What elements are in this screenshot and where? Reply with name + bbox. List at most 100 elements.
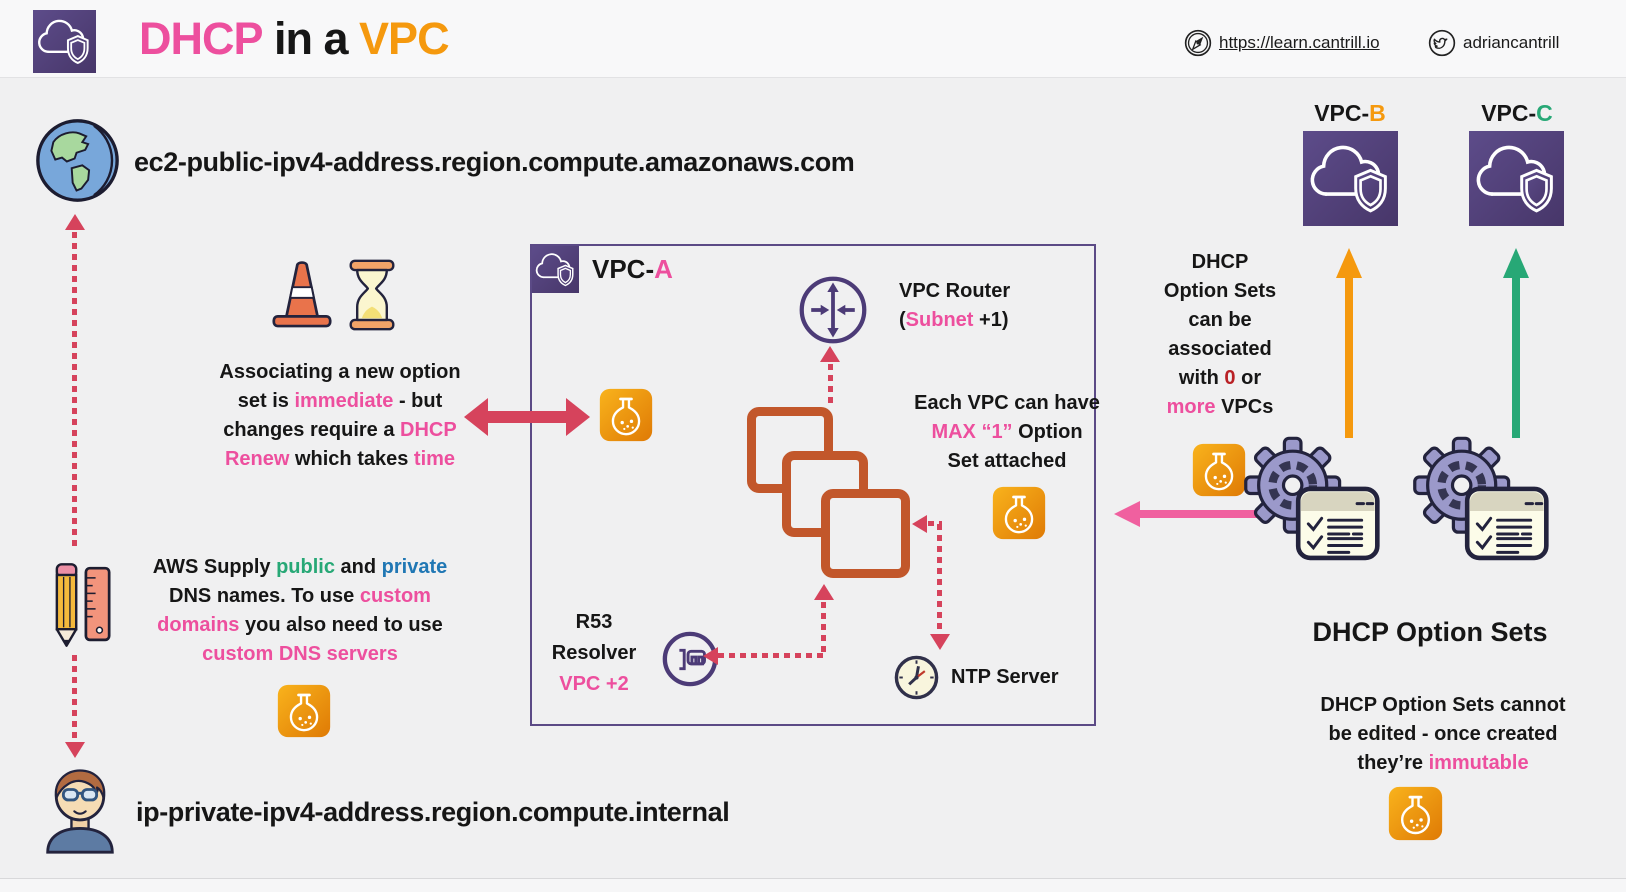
subnet-square-icon <box>821 489 910 578</box>
vpc-a-letter: A <box>654 254 673 284</box>
note-line: Option <box>1012 421 1083 443</box>
note-line: or <box>1235 367 1262 389</box>
highlight-vpc-plus2: VPC +2 <box>559 673 629 695</box>
compass-icon <box>1184 29 1212 57</box>
note-line: can be <box>1188 309 1252 331</box>
arrow-up-head <box>820 346 840 362</box>
highlight-private: private <box>381 556 448 578</box>
title-mid: in a <box>262 12 360 64</box>
highlight-domains: domains <box>157 614 240 636</box>
vpc-a-label: VPC-A <box>592 254 673 285</box>
dotted-line-vertical <box>72 655 77 741</box>
note-line: you also need to use <box>239 614 443 636</box>
highlight-more: more <box>1166 396 1216 418</box>
globe-icon <box>34 117 121 204</box>
note-line: DHCP <box>1191 251 1249 273</box>
vpc-c-label: VPC-C <box>1481 99 1553 128</box>
note-line: - but <box>393 390 443 412</box>
note-line: be edited - once created <box>1328 723 1558 745</box>
highlight-subnet: Subnet <box>905 309 974 331</box>
site-link[interactable]: https://learn.cantrill.io <box>1219 33 1380 52</box>
twitter-handle[interactable]: adriancantrill <box>1463 33 1560 52</box>
highlight-custom: custom <box>359 585 431 607</box>
note-line: with <box>1178 367 1225 389</box>
dhcp-option-set-icon <box>1243 436 1381 563</box>
vpc-router-icon <box>797 274 869 346</box>
highlight-public: public <box>276 556 335 578</box>
double-arrow <box>464 398 590 436</box>
arrow-left-head <box>703 647 718 665</box>
r53-resolver-label: R53 Resolver VPC +2 <box>552 607 637 700</box>
dotted-line-vertical <box>72 232 77 548</box>
dotted-line-vertical <box>937 524 942 632</box>
green-arrow-head <box>1503 248 1529 278</box>
experiment-flask-icon <box>1388 786 1443 841</box>
arrow-up-head <box>814 584 834 600</box>
note-association: DHCP Option Sets can be associated with … <box>1164 248 1276 422</box>
note-line: Set attached <box>947 450 1067 472</box>
note-line: set is <box>237 390 295 412</box>
dotted-line-vertical <box>828 364 833 406</box>
vpc-b-letter: B <box>1369 100 1386 126</box>
note-line: which takes <box>289 448 414 470</box>
experiment-flask-icon <box>599 388 653 442</box>
router-sub: +1) <box>973 309 1009 331</box>
note-associating: Associating a new option set is immediat… <box>219 358 460 474</box>
traffic-cone-icon <box>268 256 336 332</box>
pencil-ruler-icon <box>52 560 114 650</box>
header-bar: DHCP in a VPC https://learn.cantrill.io … <box>0 0 1626 78</box>
experiment-flask-icon <box>992 486 1046 540</box>
r53-line: Resolver <box>551 642 637 664</box>
dotted-line-vertical <box>821 602 826 655</box>
vpc-icon <box>1469 131 1564 226</box>
person-icon <box>42 762 118 855</box>
option-sets-title: DHCP Option Sets <box>1312 617 1548 647</box>
public-dns-name: ec2-public-ipv4-address.region.compute.a… <box>134 147 855 177</box>
highlight-custom-dns: custom DNS servers <box>202 643 398 665</box>
highlight-immediate: immediate <box>294 390 394 412</box>
arrow-down-head <box>65 742 85 758</box>
highlight-dhcp: DHCP <box>400 419 457 441</box>
orange-arrow-line <box>1345 277 1353 438</box>
ntp-clock-icon <box>893 654 940 701</box>
title-vpc: VPC <box>359 12 450 64</box>
router-title: VPC Router <box>899 280 1011 302</box>
vpc-icon <box>33 10 96 73</box>
dhcp-option-set-icon <box>1412 436 1550 563</box>
vpc-icon <box>532 246 579 293</box>
note-line: DHCP Option Sets cannot <box>1320 694 1566 716</box>
arrow-down-head <box>930 634 950 650</box>
vpc-a-box <box>530 244 1096 726</box>
bottom-strip <box>0 878 1626 892</box>
note-line: VPCs <box>1215 396 1274 418</box>
vpc-c-prefix: VPC- <box>1481 100 1537 126</box>
arrow-left-head <box>912 515 927 533</box>
dotted-line-horizontal <box>718 653 824 658</box>
note-line: AWS Supply <box>152 556 277 578</box>
note-line: they’re <box>1357 752 1429 774</box>
router-sub: ( <box>899 309 906 331</box>
vpc-icon <box>1303 131 1398 226</box>
note-immutable: DHCP Option Sets cannot be edited - once… <box>1320 691 1565 778</box>
twitter-bird-icon <box>1428 29 1456 57</box>
highlight-max-1: MAX “1” <box>931 421 1013 443</box>
note-dns-supply: AWS Supply public and private DNS names.… <box>153 553 448 669</box>
r53-line: R53 <box>575 611 613 633</box>
highlight-zero: 0 <box>1224 367 1236 389</box>
experiment-flask-icon <box>1192 443 1246 497</box>
arrow-up-head <box>65 214 85 230</box>
orange-arrow-head <box>1336 248 1362 278</box>
dotted-line-horizontal <box>928 521 942 526</box>
highlight-time: time <box>413 448 456 470</box>
hourglass-icon <box>346 258 398 332</box>
highlight-renew: Renew <box>224 448 290 470</box>
green-arrow-line <box>1512 277 1520 438</box>
vpc-b-prefix: VPC- <box>1314 100 1370 126</box>
vpc-router-label: VPC Router (Subnet +1) <box>899 277 1010 335</box>
note-max-option: Each VPC can have MAX “1” Option Set att… <box>914 389 1100 476</box>
note-line: changes require a <box>223 419 401 441</box>
pink-arrow-line <box>1139 510 1272 518</box>
pink-arrow-head <box>1114 501 1140 527</box>
note-line: Each VPC can have <box>914 392 1100 414</box>
